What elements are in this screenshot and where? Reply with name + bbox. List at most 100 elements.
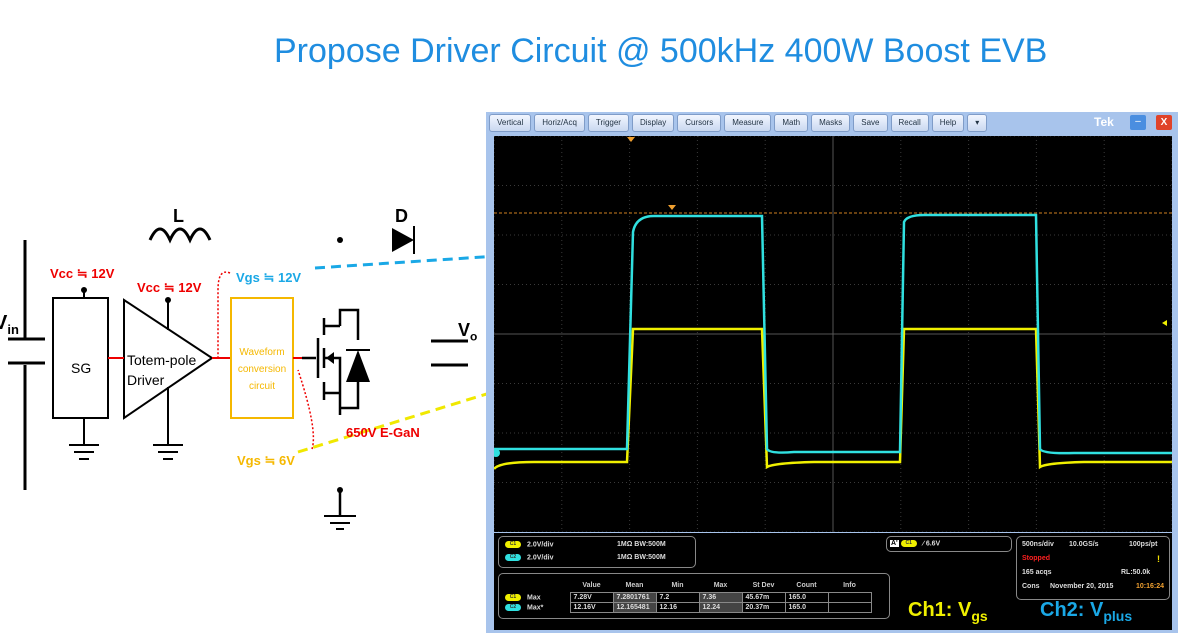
ch2-legend-text: Ch2: V bbox=[1040, 599, 1104, 621]
col-header bbox=[502, 578, 570, 593]
measurement-box bbox=[498, 573, 890, 619]
ch2-imp: 1MΩ bbox=[617, 554, 633, 561]
vo-label: Vo bbox=[458, 320, 477, 344]
cell-count: 165.0 bbox=[784, 592, 829, 603]
trigger-position-icon: ! bbox=[1157, 554, 1160, 564]
scope-info-panel: C1 2.0V/div 1MΩ BW:500M C2 2.0V/div 1MΩ BW… bbox=[494, 533, 1172, 630]
cell-min: 12.16 bbox=[655, 602, 700, 613]
row-label: C2 Max* bbox=[502, 603, 570, 613]
cell-stdev: 45.67m bbox=[741, 592, 786, 603]
close-button[interactable]: X bbox=[1156, 115, 1172, 130]
trigger-level-marker bbox=[1162, 320, 1167, 326]
acq-date: November 20, 2015 bbox=[1050, 583, 1114, 590]
menu-math[interactable]: Math bbox=[774, 114, 809, 132]
vcc-driver-label: Vcc ≒ 12V bbox=[137, 280, 202, 295]
slide-title: Propose Driver Circuit @ 500kHz 400W Boo… bbox=[274, 32, 1048, 70]
trigger-mode: A' bbox=[890, 540, 899, 548]
ch2-legend-sub: plus bbox=[1103, 608, 1133, 624]
minimize-button[interactable]: – bbox=[1130, 115, 1146, 130]
cell-mean: 7.2801761 bbox=[612, 592, 657, 603]
ch1-bw: BW:500M bbox=[634, 541, 666, 548]
trigger-position-marker bbox=[627, 137, 635, 142]
scope-menu-bar: Vertical Horiz/Acq Trigger Display Curso… bbox=[486, 114, 1178, 134]
ch2-chip: C2 bbox=[505, 554, 521, 561]
ch1-legend-text: Ch1: V bbox=[908, 599, 972, 621]
driver-line2: Driver bbox=[127, 372, 165, 388]
wc-line3: circuit bbox=[248, 381, 276, 392]
graticule bbox=[492, 135, 1173, 533]
ch1-legend-sub: gs bbox=[971, 608, 988, 624]
ch2-vplus-waveform bbox=[494, 213, 1172, 455]
vgs-12v-label: Vgs ≒ 12V bbox=[236, 270, 302, 285]
menu-display[interactable]: Display bbox=[631, 114, 675, 132]
record-length: RL:50.0k bbox=[1121, 569, 1151, 576]
cons-label: Cons bbox=[1022, 583, 1040, 590]
ch1-chip: C1 bbox=[505, 593, 521, 601]
diode-symbol bbox=[392, 228, 414, 252]
trigger-box[interactable]: A' C1∕ 6.6V bbox=[886, 536, 1012, 552]
menu-help[interactable]: Help bbox=[931, 114, 965, 132]
col-header-value: Value bbox=[582, 581, 601, 589]
vgs-6v-label: Vgs ≒ 6V bbox=[237, 453, 295, 468]
trigger-source-chip: C1 bbox=[900, 540, 917, 547]
menu-more-dropdown[interactable]: ▾ bbox=[967, 114, 988, 132]
row-label: C1 Max bbox=[502, 593, 570, 603]
cell-value: 7.28V bbox=[569, 592, 614, 603]
col-header-mean: Mean bbox=[625, 581, 644, 589]
ch1-scale: 2.0V/div bbox=[527, 541, 554, 549]
col-header-min: Min bbox=[671, 581, 684, 589]
cell-mean: 12.165481 bbox=[612, 602, 657, 613]
menu-save[interactable]: Save bbox=[853, 114, 888, 132]
menu-trigger[interactable]: Trigger bbox=[587, 114, 629, 132]
gan-transistor-symbol bbox=[302, 308, 360, 415]
trigger-level: 6.6V bbox=[925, 540, 941, 548]
menu-cursors[interactable]: Cursors bbox=[677, 114, 722, 132]
boost-circuit-diagram bbox=[8, 226, 486, 530]
gan-label: 650V E-GaN bbox=[346, 425, 420, 440]
cell-max: 12.24 bbox=[698, 602, 743, 613]
vo-text: V bbox=[458, 320, 471, 340]
ch2-legend: Ch2: Vplus bbox=[1040, 599, 1132, 624]
menu-horiz-acq[interactable]: Horiz/Acq bbox=[534, 114, 585, 132]
cell-info bbox=[827, 592, 872, 603]
measurement-header-row: Value Mean Min Max St Dev Count Info bbox=[502, 578, 871, 593]
waveform-conversion-block bbox=[230, 297, 294, 419]
ch2-chip: C2 bbox=[505, 603, 521, 611]
vin-text: V bbox=[0, 312, 8, 334]
cell-info bbox=[827, 602, 872, 613]
ch2-settings[interactable]: C2 2.0V/div bbox=[505, 554, 553, 561]
signal-generator-block bbox=[52, 297, 109, 419]
diode-label: D bbox=[395, 206, 408, 226]
wc-line1: Waveform bbox=[239, 347, 285, 358]
acq-time: 10:16:24 bbox=[1136, 583, 1165, 590]
menu-recall[interactable]: Recall bbox=[890, 114, 929, 132]
oscilloscope-window: Vertical Horiz/Acq Trigger Display Curso… bbox=[486, 112, 1178, 633]
acq-count: 165 acqs bbox=[1022, 569, 1052, 576]
menu-vertical[interactable]: Vertical bbox=[489, 114, 532, 132]
timebase: 500ns/div bbox=[1022, 541, 1054, 548]
col-header-stdev: St Dev bbox=[752, 581, 775, 589]
tek-brand: Tek bbox=[1094, 115, 1114, 129]
row-name: Max bbox=[527, 594, 541, 602]
cell-min: 7.2 bbox=[655, 592, 700, 603]
ch1-legend: Ch1: Vgs bbox=[908, 599, 988, 624]
waveform-display bbox=[492, 135, 1173, 533]
ch1-impedance: 1MΩ BW:500M bbox=[617, 541, 666, 548]
ch2-scale: 2.0V/div bbox=[527, 554, 554, 562]
vcc-sg-label: Vcc ≒ 12V bbox=[50, 266, 115, 281]
menu-masks[interactable]: Masks bbox=[811, 114, 851, 132]
row-name: Max* bbox=[527, 604, 544, 612]
menu-measure[interactable]: Measure bbox=[724, 114, 772, 132]
ch2-impedance: 1MΩ BW:500M bbox=[617, 554, 666, 561]
ch1-chip: C1 bbox=[505, 541, 521, 548]
ch1-settings[interactable]: C1 2.0V/div bbox=[505, 541, 553, 548]
run-state: Stopped bbox=[1022, 555, 1050, 562]
acquisition-box[interactable]: 500ns/div 10.0GS/s 100ps/pt Stopped ! 16… bbox=[1016, 536, 1170, 600]
driver-line1: Totem-pole bbox=[127, 352, 197, 368]
col-header-max: Max bbox=[713, 581, 728, 589]
inductor-label: L bbox=[173, 206, 184, 226]
